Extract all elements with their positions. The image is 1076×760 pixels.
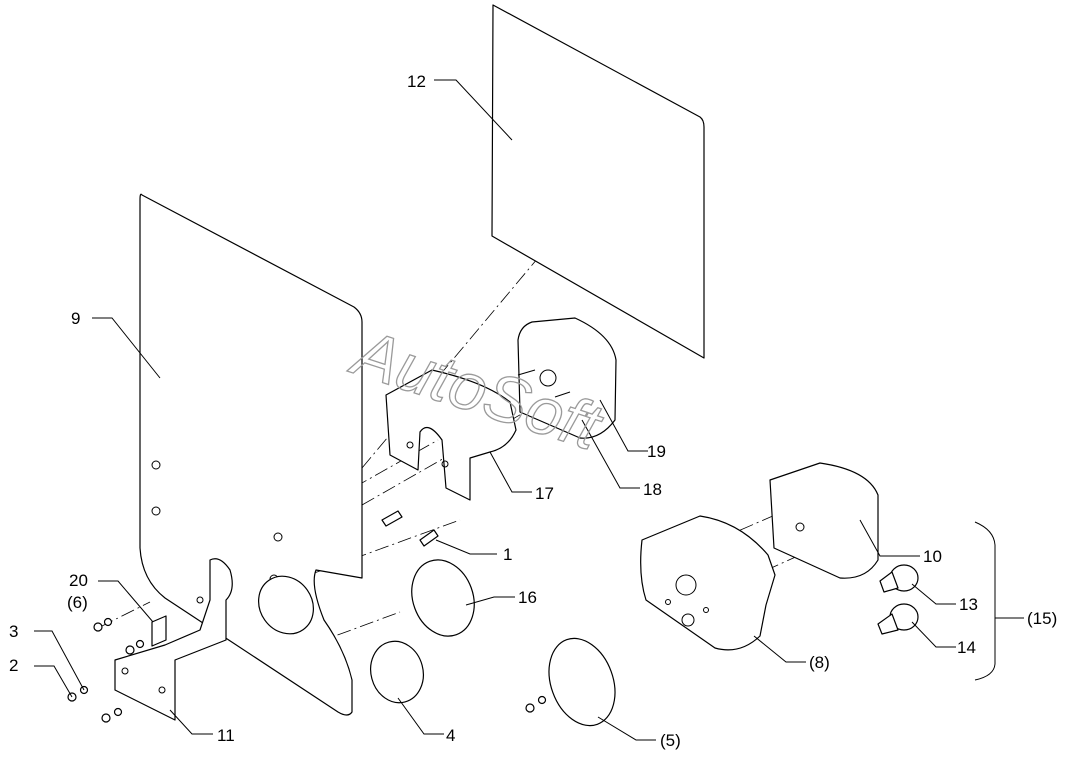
callout-10: 10 (923, 547, 942, 566)
callout-17: 17 (535, 484, 554, 503)
reflector-disc-left (258, 575, 314, 635)
callout-12: 12 (407, 72, 426, 91)
callout-8: (8) (809, 653, 830, 672)
leader-lines (34, 79, 956, 741)
callout-labels: 12 9 1 20 (6) 3 2 11 4 (5) 16 17 18 19 1… (9, 72, 1057, 750)
callout-11: 11 (217, 726, 235, 745)
callout-18: 18 (643, 480, 662, 499)
callout-6: (6) (67, 593, 88, 612)
part-10-lamp (769, 462, 879, 579)
nuts-and-washers (67, 617, 547, 723)
callout-15-bracket (974, 521, 1024, 681)
part-9-mudflap (139, 193, 363, 716)
callout-13: 13 (959, 595, 978, 614)
callout-2: 2 (9, 656, 18, 675)
part-13-14-bulbs (877, 564, 919, 635)
part-5-reflector (548, 637, 616, 727)
callout-16: 16 (518, 588, 537, 607)
callout-19: 19 (647, 442, 666, 461)
callout-20: 20 (69, 571, 88, 590)
part-17-cover (385, 369, 517, 501)
part-18-19-lamp (517, 317, 617, 439)
part-12-panel (491, 4, 705, 359)
part-11-bracket (114, 558, 233, 721)
callout-4: 4 (446, 726, 455, 745)
part-4-reflector (370, 640, 424, 704)
part-8-housing (640, 515, 776, 651)
callout-14: 14 (957, 638, 976, 657)
callout-15: (15) (1027, 609, 1057, 628)
callout-1: 1 (503, 545, 512, 564)
callout-5: (5) (660, 731, 681, 750)
callout-3: 3 (9, 622, 18, 641)
callout-9: 9 (71, 309, 80, 328)
part-20-clip (151, 615, 167, 647)
part-16-lens (411, 559, 475, 637)
